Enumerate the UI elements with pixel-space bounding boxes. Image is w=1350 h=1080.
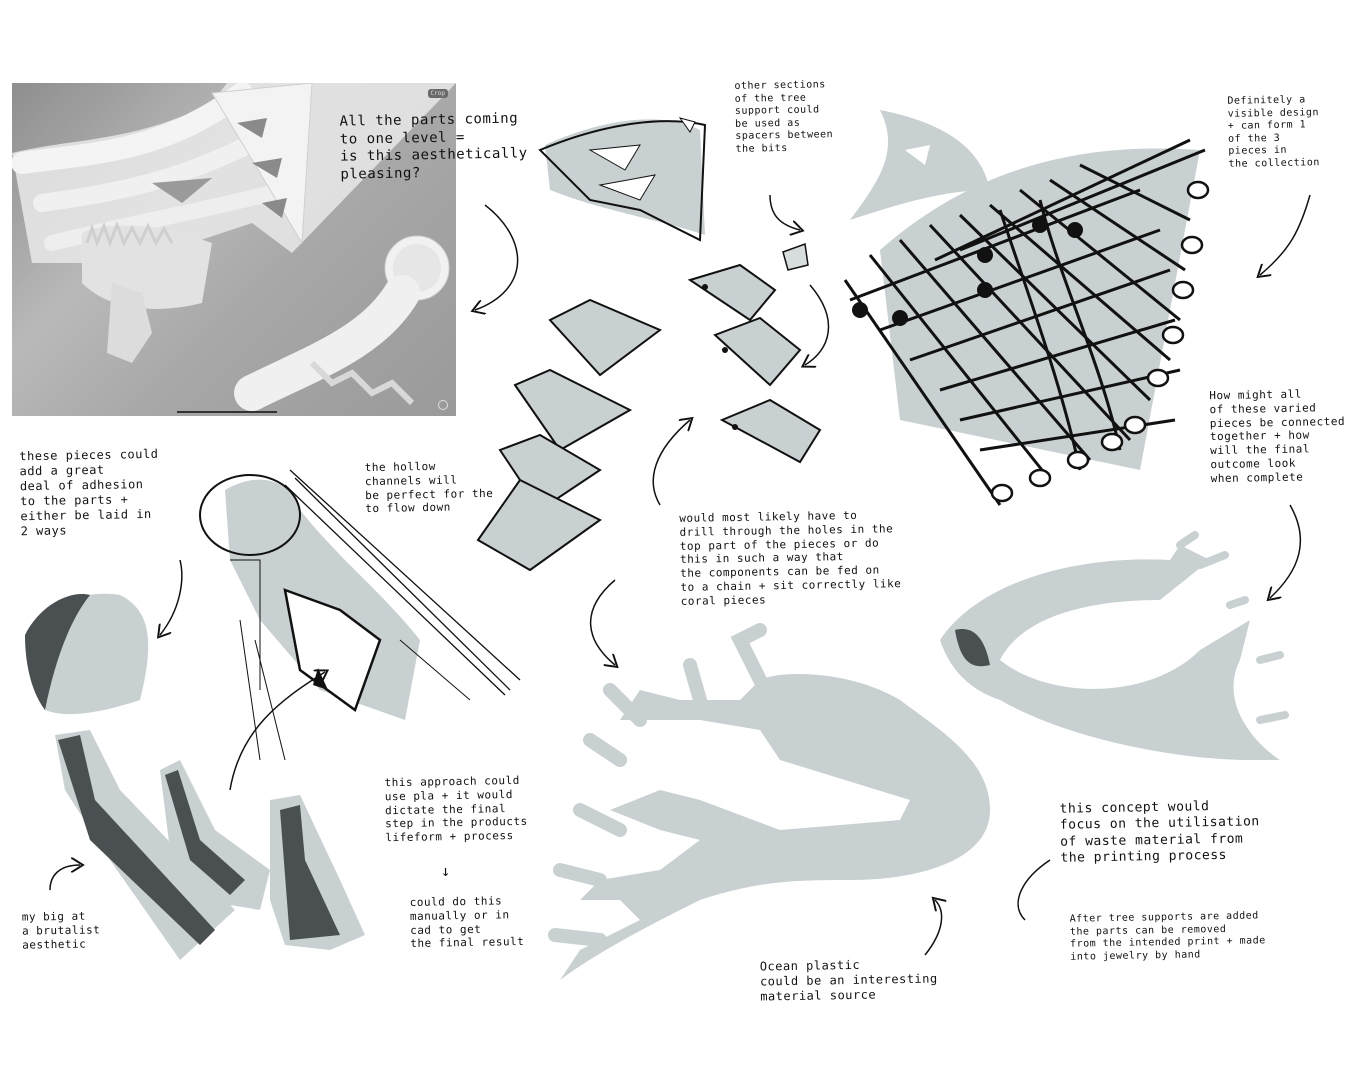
- printed-supports-image: [12, 83, 456, 411]
- note-drill: would most likely have to drill through …: [679, 508, 902, 608]
- crop-button[interactable]: Crop: [427, 89, 448, 98]
- note-approach: this approach could use pla + it would d…: [384, 773, 528, 845]
- note-other-sections: other sections of the tree support could…: [734, 79, 834, 155]
- note-definitely: Definitely a visible design + can form 1…: [1227, 94, 1320, 170]
- hollow-channel-sketch: [199, 469, 521, 761]
- arrow-down-glyph: ↓: [440, 861, 451, 881]
- note-waste: this concept would focus on the utilisat…: [1059, 799, 1260, 866]
- note-ocean: Ocean plastic could be an interesting ma…: [759, 957, 938, 1004]
- spacer-sketch: [782, 242, 809, 271]
- cylinder-cluster-sketch: [843, 138, 1210, 506]
- reference-photo: Crop: [12, 83, 456, 416]
- zigzag-column-sketch: [476, 298, 662, 572]
- note-connected: How might all of these varied pieces be …: [1209, 387, 1346, 485]
- horseshoe-coral-right: [940, 531, 1289, 760]
- note-hollow: the hollow channels will be perfect for …: [364, 459, 494, 516]
- filled-arrow-head: [313, 668, 328, 690]
- note-after-supports: After tree supports are added the parts …: [1069, 910, 1266, 963]
- note-aesthetics: All the parts coming to one level = is t…: [339, 110, 528, 183]
- note-manually: could do this manually or in cad to get …: [409, 894, 525, 951]
- note-brutalist: my big at a brutalist aesthetic: [21, 909, 101, 952]
- large-coral-center: [548, 623, 990, 980]
- left-blob-pieces: [25, 593, 365, 960]
- scrub-bar[interactable]: [177, 411, 277, 413]
- fish-pieces-sketch: [687, 263, 822, 464]
- note-adhesion: these pieces could add a great deal of a…: [19, 446, 159, 539]
- info-icon[interactable]: [438, 400, 448, 410]
- lattice-sketch-top: [538, 117, 707, 242]
- branch-sketch-top-right: [850, 110, 990, 220]
- annotation-arrows: [49, 194, 1311, 956]
